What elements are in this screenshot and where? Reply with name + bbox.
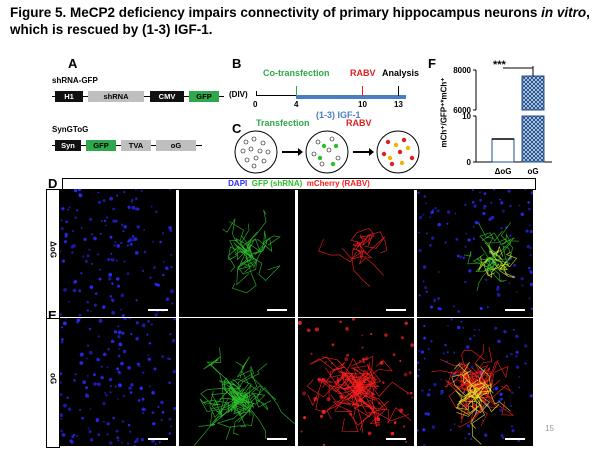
caption-italic: in vitro	[541, 5, 587, 20]
construct2-part-syn: Syn	[55, 140, 81, 151]
scale-bar	[267, 309, 287, 311]
x-tick-label: ΔoG	[495, 167, 512, 176]
scale-bar	[386, 309, 406, 311]
construct2-part-og: oG	[156, 140, 196, 151]
scale-bar	[505, 309, 525, 311]
y-tick-label: 8000	[453, 66, 471, 75]
legend-dapi: DAPI	[228, 179, 248, 188]
construct1-part-shrna: shRNA	[88, 91, 144, 102]
panel-a-label: A	[68, 56, 78, 71]
step-rabv: RABV	[346, 118, 372, 128]
micrograph-d-mcherry	[298, 189, 414, 317]
tick-label-4: 4	[294, 100, 299, 109]
bar	[521, 75, 545, 111]
micrograph-e-dapi	[60, 318, 176, 446]
row-label-d: ΔoG	[46, 189, 60, 319]
legend-mcherry: mCherry (RABV)	[306, 179, 370, 188]
micrograph-e-merge	[417, 318, 533, 446]
scale-bar	[148, 309, 168, 311]
bar	[521, 115, 545, 163]
figure-caption: Figure 5. MeCP2 deficiency impairs conne…	[10, 4, 595, 38]
micrograph-d-merge	[417, 189, 533, 317]
panel-e-label: E	[48, 308, 57, 323]
significance-marker: ***	[493, 59, 506, 71]
construct1-part-cmv: CMV	[150, 91, 184, 102]
micrograph-e-mcherry	[298, 318, 414, 446]
tick-label-0: 0	[253, 100, 258, 109]
row-d-text: ΔoG	[48, 241, 58, 258]
construct2-part-tva: TVA	[121, 140, 151, 151]
micrograph-d-dapi	[60, 189, 176, 317]
event-rabv: RABV	[350, 68, 376, 78]
page-number: 15	[545, 424, 554, 433]
div-label: (DIV)	[229, 90, 248, 99]
tick-label-13: 13	[394, 100, 403, 109]
panel-c-label: C	[232, 121, 242, 136]
tick-analysis	[398, 86, 399, 96]
y-tick-label: 0	[467, 158, 472, 167]
event-analysis: Analysis	[382, 68, 420, 78]
scale-bar	[267, 438, 287, 440]
panel-b-label: B	[232, 56, 242, 71]
construct1-part-h1: H1	[55, 91, 83, 102]
micrograph-e-gfp	[179, 318, 295, 446]
construct2-name: SynGToG	[52, 125, 89, 134]
treatment-bar	[296, 95, 406, 99]
step-transfection: Transfection	[256, 118, 310, 128]
caption-text-1: Figure 5. MeCP2 deficiency impairs conne…	[10, 5, 542, 20]
scale-bar	[386, 438, 406, 440]
row-label-e: oG	[46, 318, 60, 448]
scale-bar	[148, 438, 168, 440]
row-e-text: oG	[48, 372, 58, 385]
legend-gfp: GFP (shRNA)	[251, 179, 303, 188]
event-cotransfection: Co-transfection	[263, 68, 330, 78]
treatment-label: (1-3) IGF-1	[316, 110, 361, 120]
tick-label-10: 10	[358, 100, 367, 109]
tick-0	[256, 91, 257, 96]
y-tick-label: 10	[462, 112, 471, 121]
x-tick-label: oG	[527, 167, 538, 176]
construct2-part-gfp: GFP	[86, 140, 116, 151]
panel-d-label: D	[48, 176, 58, 191]
y-tick-label: 6000	[453, 106, 471, 115]
tick-cotransfection	[296, 86, 297, 96]
culture-dishes-diagram	[234, 130, 420, 174]
panel-f-label: F	[428, 56, 436, 71]
construct1-part-gfp: GFP	[189, 91, 219, 102]
caption-text-2: , which is rescued by (1-3) IGF-1.	[10, 5, 590, 37]
scale-bar	[505, 438, 525, 440]
bar	[491, 138, 515, 163]
micrograph-d-gfp	[179, 189, 295, 317]
construct1-name: shRNA-GFP	[52, 76, 98, 85]
tick-rabv	[362, 86, 363, 96]
